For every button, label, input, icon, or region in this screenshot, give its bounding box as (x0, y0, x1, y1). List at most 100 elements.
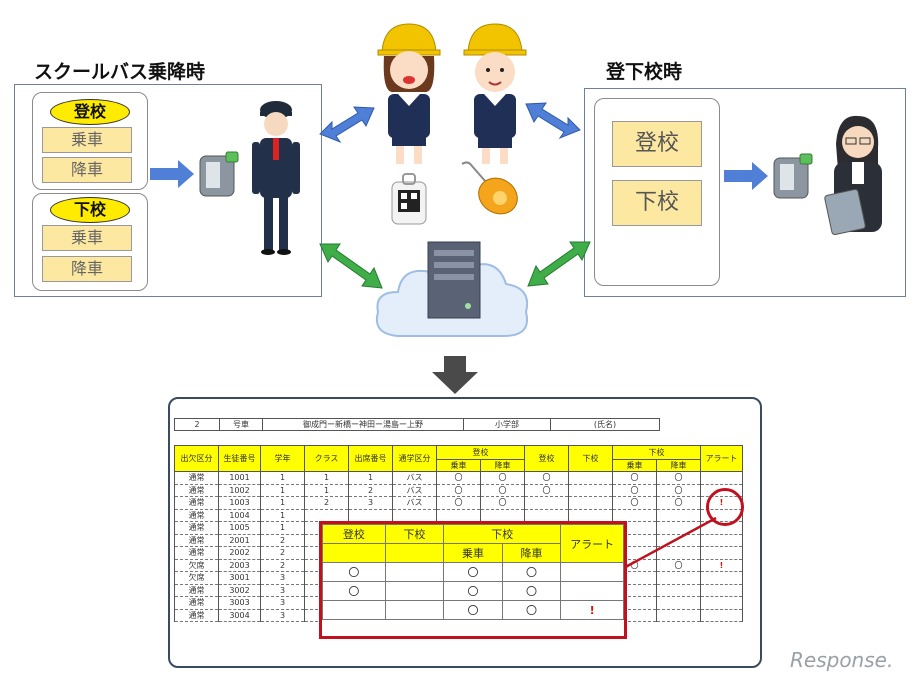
table-cell: バス (392, 496, 437, 510)
table-cell: 〇 (656, 483, 701, 497)
arrow-right-icon (150, 160, 194, 188)
zoom-cell (384, 581, 445, 601)
col-school-go: 登校 (524, 445, 569, 472)
table-cell (524, 508, 569, 522)
table-cell: 〇 (436, 496, 481, 510)
table-cell (568, 508, 613, 522)
table-cell: 〇 (612, 496, 657, 510)
table-cell: 通常 (174, 546, 219, 560)
table-cell: 〇 (612, 483, 657, 497)
col-bus-go: 登校 (436, 445, 525, 460)
col-seat-no: 出席番号 (348, 445, 393, 472)
zoom-cell (384, 562, 445, 582)
table-cell: 〇 (436, 471, 481, 485)
table-cell: 〇 (524, 471, 569, 485)
table-cell: 1 (348, 471, 393, 485)
zoom-col-alert: アラート (560, 524, 624, 563)
table-cell: 1 (304, 483, 349, 497)
sub-alight: 降車 (480, 459, 525, 472)
table-cell: 〇 (656, 471, 701, 485)
table-cell: 〇 (480, 471, 525, 485)
table-cell: バス (392, 471, 437, 485)
school-bus-heading: スクールバス乗降時 (34, 61, 206, 83)
zoom-cell: 〇 (443, 600, 503, 620)
board-item-alight: 降車 (42, 157, 132, 183)
table-cell: 3004 (218, 608, 261, 622)
bus-label: 号車 (219, 418, 263, 431)
sub-ride: 乗車 (612, 459, 657, 472)
table-cell: 1001 (218, 471, 261, 485)
zoom-cell: 〇 (443, 581, 503, 601)
col-commute-type: 通学区分 (392, 445, 437, 472)
boy-student-icon (463, 23, 527, 164)
table-cell: 欠席 (174, 558, 219, 572)
sync-arrow-icon (319, 243, 383, 289)
col-student-no: 生徒番号 (218, 445, 261, 472)
table-cell (700, 608, 743, 622)
board-item-ride: 乗車 (42, 127, 132, 153)
zoom-cell: 〇 (443, 562, 503, 582)
table-cell: 2 (304, 496, 349, 510)
table-cell: 2001 (218, 533, 261, 547)
alight-item-alight: 降車 (42, 256, 132, 282)
table-cell: 2 (260, 546, 305, 560)
zoom-row: 〇〇〇 (322, 562, 624, 582)
zoom-cell: 〇 (501, 581, 562, 601)
table-cell: 1005 (218, 521, 261, 535)
commute-heading: 登下校時 (606, 61, 683, 83)
route: 御成門ー新橋ー神田ー湯島ー上野 (262, 418, 464, 431)
qr-tag-icon (391, 173, 427, 225)
table-cell: 〇 (480, 496, 525, 510)
sync-arrow-icon (527, 241, 591, 287)
table-cell: 〇 (436, 483, 481, 497)
table-cell: 通常 (174, 471, 219, 485)
zoom-cell (560, 581, 624, 601)
table-cell: 1 (260, 521, 305, 535)
alight-pill: 下校 (50, 197, 130, 223)
table-cell (656, 608, 701, 622)
zoom-cell (384, 600, 445, 620)
zoom-cell: ! (560, 600, 624, 620)
zoom-sub-alight: 降車 (501, 543, 562, 563)
table-cell: 〇 (612, 471, 657, 485)
table-cell (392, 508, 437, 522)
table-cell: 1003 (218, 496, 261, 510)
zoom-table: 登校 下校 下校 アラート 乗車 降車 〇〇〇〇〇〇〇〇! (322, 524, 624, 620)
table-cell (480, 508, 525, 522)
sub-ride: 乗車 (436, 459, 481, 472)
board-pill: 登校 (50, 99, 130, 125)
table-cell (568, 483, 613, 497)
table-cell: 1004 (218, 508, 261, 522)
table-cell: 1 (260, 508, 305, 522)
scanner-icon (199, 151, 239, 197)
table-cell (436, 508, 481, 522)
table-cell (524, 496, 569, 510)
table-cell: 3003 (218, 596, 261, 610)
table-cell: 欠席 (174, 571, 219, 585)
col-attendance: 出欠区分 (174, 445, 219, 472)
table-cell: 〇 (480, 483, 525, 497)
arrow-down-icon (432, 356, 478, 394)
table-cell: 1 (304, 471, 349, 485)
table-cell: 1 (260, 496, 305, 510)
sub-alight: 降車 (656, 459, 701, 472)
zoom-cell: 〇 (322, 562, 386, 582)
scanner-icon (773, 153, 813, 199)
table-cell (700, 596, 743, 610)
zoom-row: 〇〇! (322, 600, 624, 620)
staff: (氏名) (550, 418, 660, 431)
zoom-col-go: 登校 (322, 524, 386, 544)
table-cell: 3 (260, 596, 305, 610)
table-cell: 2 (260, 558, 305, 572)
table-cell: バス (392, 483, 437, 497)
table-cell: 3002 (218, 583, 261, 597)
table-cell: 通常 (174, 583, 219, 597)
bidirectional-arrow-icon (319, 106, 375, 144)
watermark: Response. (790, 648, 894, 672)
table-cell: 1002 (218, 483, 261, 497)
table-cell: 1 (260, 483, 305, 497)
arrow-right-icon (724, 162, 768, 190)
zoom-cell (560, 562, 624, 582)
zoom-cell (322, 600, 386, 620)
